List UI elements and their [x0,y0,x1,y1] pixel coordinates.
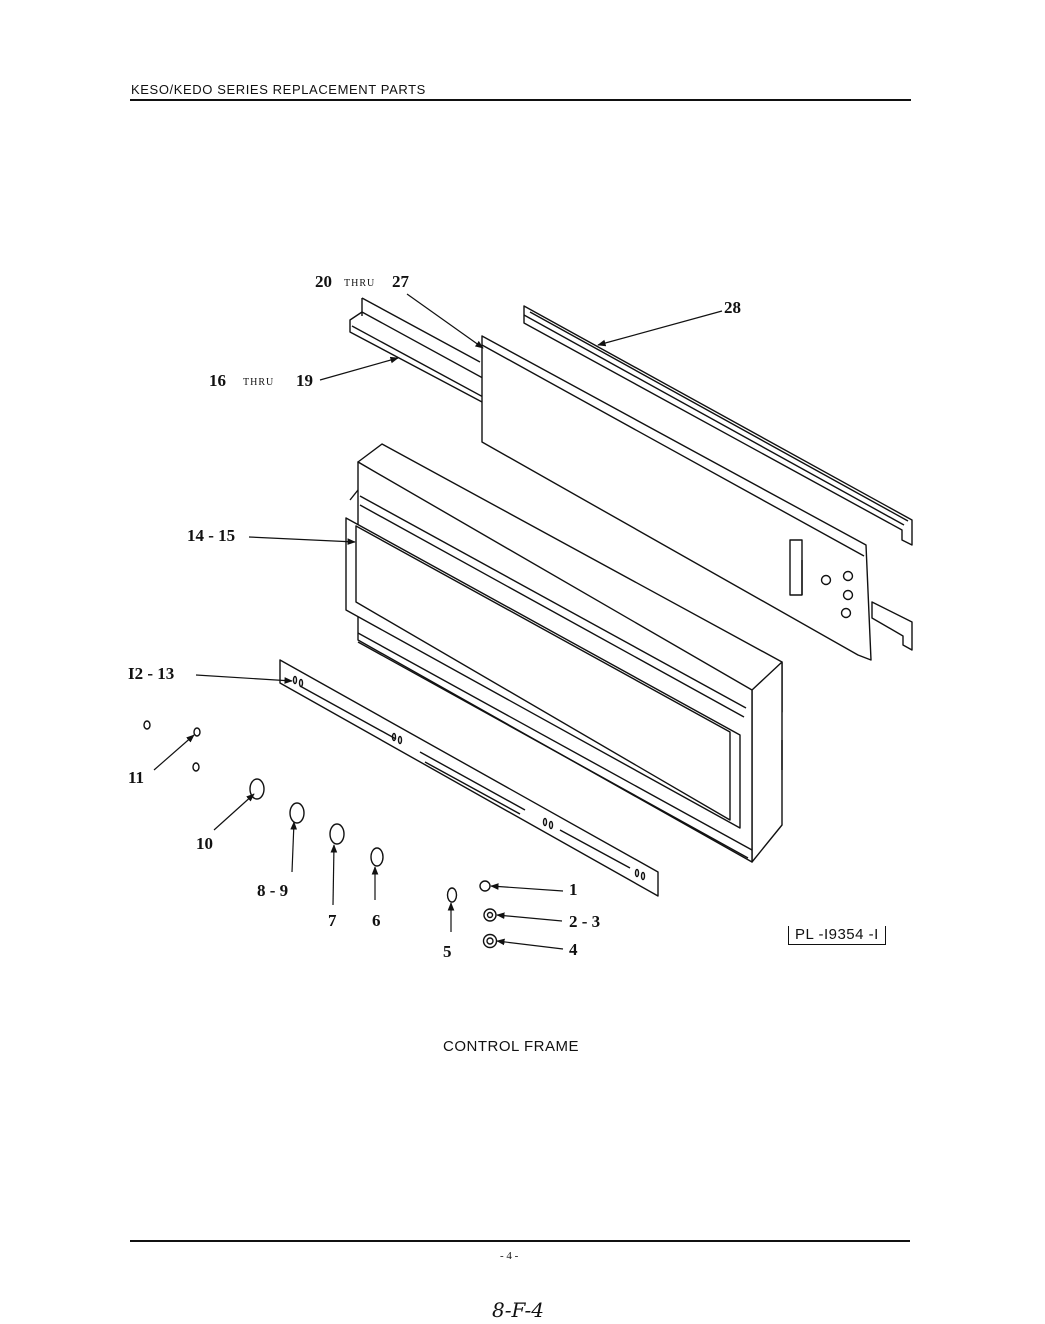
panel-hole [842,570,854,582]
callout-16-19-start: 16 [209,371,226,390]
leader-4 [496,938,564,950]
callout-16-19-end: 19 [296,371,313,390]
callout-4: 4 [569,940,578,959]
callout-11: 11 [128,768,145,787]
knob-part-6 [370,847,384,867]
frame-part-14-15 [345,443,783,863]
leader-12-13 [195,674,293,684]
leader-20-27 [406,293,484,349]
plate-number: PL -I9354 -I [788,926,886,945]
leader-11 [153,734,195,771]
rail-part-28 [523,305,913,546]
screw-part-11 [193,727,201,737]
callout-14-15: 14 - 15 [187,526,236,545]
callout-7: 7 [328,911,337,930]
callout-8-9: 8 - 9 [257,881,289,900]
panel-hole [840,607,852,619]
washer-part-4 [482,933,498,949]
leader-28 [597,310,723,347]
leader-2-3 [496,912,563,922]
washer-part-2-3 [483,908,497,922]
control-panel-part-20-27 [481,335,872,661]
leader-8-9 [290,821,298,873]
callout-10: 10 [196,834,213,853]
callout-12-13: I2 - 13 [128,664,175,683]
lower-rail-segment [871,601,913,651]
footer-rule [130,1240,910,1242]
callout-2-3: 2 - 3 [569,912,601,931]
knob-part-8-9 [289,802,305,824]
washer-part-1 [479,880,491,892]
header-rule [130,99,911,101]
panel-hole [842,589,854,601]
knob-part-7 [329,823,345,845]
knob-part-10 [249,778,265,800]
strip-part-12-13 [279,659,659,897]
panel-hole [820,574,832,586]
page-number: - 4 - [500,1250,519,1262]
leader-16-19 [319,356,399,381]
leader-14-15 [248,536,356,546]
leader-1 [490,883,564,892]
callout-1: 1 [569,880,578,899]
figure-caption: CONTROL FRAME [443,1038,579,1055]
callout-6: 6 [372,911,381,930]
clip-part-5 [446,887,458,903]
callout-5: 5 [443,942,452,961]
callout-20-27-thru: THRU [344,278,376,289]
screw-part-11 [143,720,151,730]
leader-10 [213,793,255,831]
leader-7 [330,844,338,906]
callout-20-27-start: 20 [315,272,332,291]
handwritten-note: 8-F-4 [492,1298,544,1322]
screw-part-11 [192,762,200,772]
callout-28: 28 [724,298,741,317]
callout-20-27-end: 27 [392,272,409,291]
page-header-title: KESO/KEDO SERIES REPLACEMENT PARTS [131,82,426,97]
callout-16-19-thru: THRU [243,377,275,388]
